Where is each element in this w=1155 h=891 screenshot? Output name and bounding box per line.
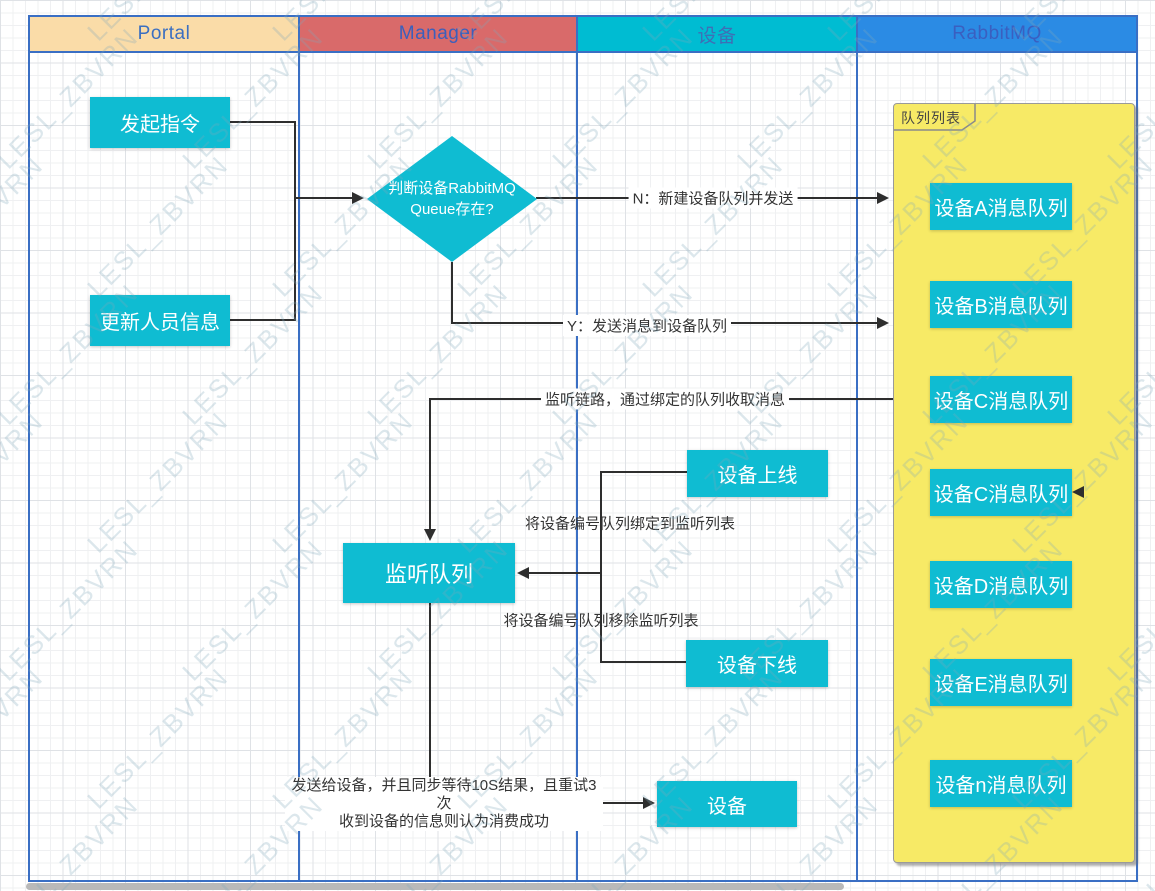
connector-portal-merge bbox=[230, 121, 296, 321]
queue-panel-tab-outline bbox=[894, 104, 976, 131]
lane-divider-1 bbox=[298, 53, 300, 881]
edge-label-send: 发送给设备，并且同步等待10S结果，且重试3次 收到设备的信息则认为消费成功 bbox=[285, 777, 603, 831]
connector-to-device bbox=[429, 603, 643, 804]
arrowhead-into-device bbox=[643, 797, 655, 809]
queue-panel-tab: 队列列表 bbox=[901, 110, 961, 126]
node-update-personnel[interactable]: 更新人员信息 bbox=[90, 295, 230, 346]
node-listen-queue[interactable]: 监听队列 bbox=[343, 543, 515, 603]
connector-y-branch bbox=[451, 262, 877, 324]
queue-box[interactable]: 设备E消息队列 bbox=[930, 659, 1072, 706]
edge-label-n-branch: N：新建设备队列并发送 bbox=[628, 187, 798, 209]
lane-border-left bbox=[28, 15, 30, 881]
lane-divider-3 bbox=[856, 53, 858, 881]
arrowhead-into-decision bbox=[352, 192, 364, 204]
lane-header-portal: Portal bbox=[28, 15, 300, 53]
queue-box[interactable]: 设备B消息队列 bbox=[930, 281, 1072, 328]
arrowhead-into-listen-queue-right bbox=[517, 567, 529, 579]
queue-box[interactable]: 设备n消息队列 bbox=[930, 760, 1072, 807]
edge-label-send-line2: 收到设备的信息则认为消费成功 bbox=[338, 813, 549, 830]
queue-box[interactable]: 设备D消息队列 bbox=[930, 561, 1072, 608]
queue-box[interactable]: 设备A消息队列 bbox=[930, 183, 1072, 230]
arrowhead-into-listen-queue-top bbox=[424, 529, 436, 541]
arrowhead-y-branch bbox=[877, 317, 889, 329]
lane-title: Manager bbox=[398, 23, 478, 44]
arrowhead-into-queue-c2 bbox=[1072, 486, 1084, 498]
queue-box[interactable]: 设备C消息队列 bbox=[930, 469, 1072, 516]
canvas-border-bottom bbox=[28, 880, 1138, 882]
node-device-online[interactable]: 设备上线 bbox=[687, 450, 828, 497]
lane-header-manager: Manager bbox=[298, 15, 578, 53]
lane-title: Portal bbox=[137, 23, 191, 44]
node-start-command[interactable]: 发起指令 bbox=[90, 97, 230, 148]
edge-label-bind: 将设备编号队列绑定到监听列表 bbox=[524, 515, 736, 533]
edge-label-y-branch: Y：发送消息到设备队列 bbox=[563, 315, 732, 336]
horizontal-scrollbar[interactable] bbox=[26, 883, 844, 890]
edge-label-listen-link: 监听链路，通过绑定的队列收取消息 bbox=[540, 388, 790, 410]
node-device-offline[interactable]: 设备下线 bbox=[686, 640, 828, 687]
edge-label-send-line1: 发送给设备，并且同步等待10S结果，且重试3次 bbox=[291, 777, 597, 812]
decision-line1: 判断设备RabbitMQ bbox=[388, 180, 516, 197]
edge-label-remove: 将设备编号队列移除监听列表 bbox=[503, 612, 699, 630]
arrowhead-n-branch bbox=[877, 192, 889, 204]
queue-box[interactable]: 设备C消息队列 bbox=[930, 376, 1072, 423]
connector-online-offline bbox=[600, 471, 687, 663]
lane-header-device: 设备 bbox=[576, 15, 858, 53]
decision-label[interactable]: 判断设备RabbitMQ Queue存在? bbox=[367, 136, 537, 262]
lane-title: 设备 bbox=[697, 25, 737, 47]
lane-header-rabbitmq: RabbitMQ bbox=[856, 15, 1138, 53]
decision-line2: Queue存在? bbox=[410, 201, 494, 218]
lane-title: RabbitMQ bbox=[952, 23, 1042, 44]
lane-border-right bbox=[1136, 15, 1138, 881]
queue-panel: 设备A消息队列 设备B消息队列 设备C消息队列 设备C消息队列 设备D消息队列 … bbox=[893, 103, 1135, 863]
node-device[interactable]: 设备 bbox=[657, 781, 797, 827]
lane-divider-2 bbox=[576, 53, 578, 881]
decision-diamond bbox=[367, 136, 537, 262]
